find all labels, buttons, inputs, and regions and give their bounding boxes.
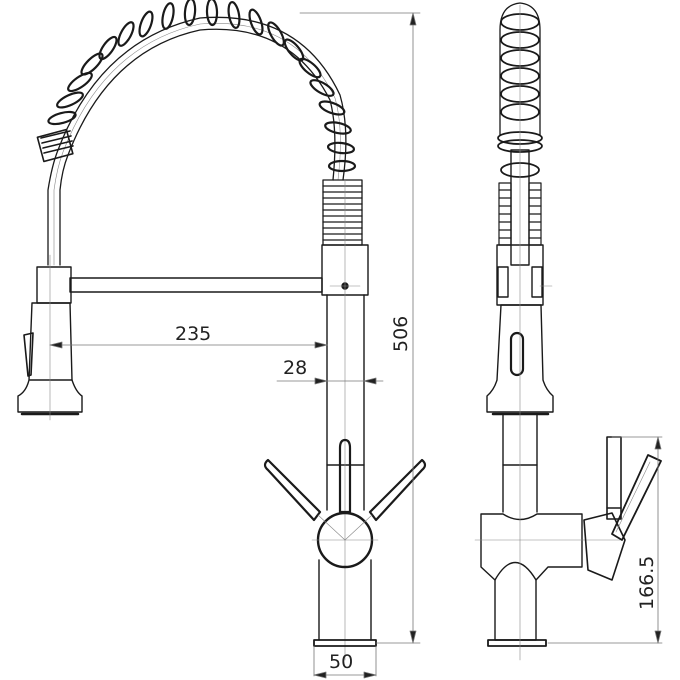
dim-label-total-height: 506 — [390, 316, 412, 352]
side-body — [474, 4, 662, 661]
faucet-body — [263, 179, 427, 661]
dim-label-base-diameter: 50 — [329, 651, 353, 673]
dim-label-side-height: 166.5 — [636, 556, 658, 610]
spray-head — [17, 254, 83, 421]
side-view — [474, 2, 663, 661]
front-dimensions — [49, 12, 421, 679]
spout-holder-bar — [36, 244, 369, 304]
side-spray-head — [486, 304, 554, 416]
side-dimensions — [547, 436, 663, 644]
dim-label-spout-reach: 235 — [175, 323, 211, 345]
spring-hose — [36, 0, 363, 266]
front-view — [17, 0, 427, 679]
side-spring — [496, 2, 553, 306]
dim-label-spout-offset: 28 — [283, 357, 307, 379]
